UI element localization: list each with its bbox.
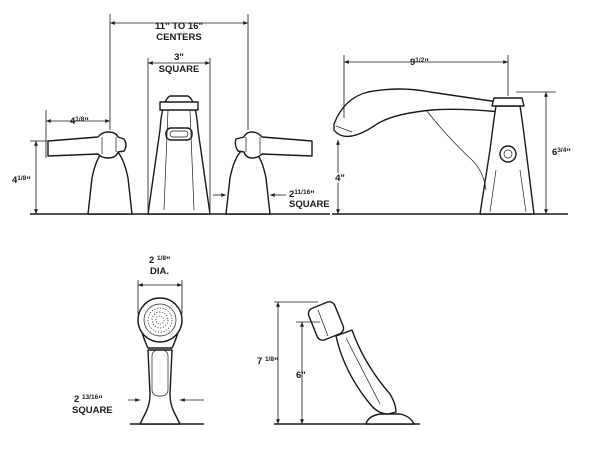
spout-reach-label: 91/2" <box>410 57 429 68</box>
handshower-side-view <box>307 301 415 425</box>
handshower-width-label-line2: DIA. <box>150 266 169 277</box>
spout-outlet-height-label: 4" <box>335 173 345 184</box>
handle-reach-label: 41/8" <box>70 116 89 127</box>
handshower-holder-height-label: 6" <box>296 370 306 381</box>
handle-height-label: 41/8" <box>12 175 31 186</box>
handshower-front-view <box>137 297 183 425</box>
centers-label-line2: CENTERS <box>156 32 201 43</box>
spout-side-view <box>333 88 535 215</box>
spout-base-label-line1: 3" <box>174 52 184 63</box>
handshower-width-label: 2 1/8" <box>149 255 171 266</box>
spout-base-label-line2: SQUARE <box>159 64 200 75</box>
handle-base-label: 211/16" <box>289 189 315 200</box>
left-handle-valve <box>47 131 133 215</box>
centers-label-line1: 11" TO 16" <box>155 21 203 32</box>
spout-height-label: 63/4" <box>552 147 571 158</box>
handshower-base-label: 2 13/16" <box>74 394 103 405</box>
handshower-total-height-label: 7 1/8" <box>257 356 279 367</box>
handle-base-label-line2: SQUARE <box>289 199 330 210</box>
handshower-base-label-line2: SQUARE <box>72 405 113 416</box>
spout-front-view <box>147 95 211 215</box>
right-handle-valve <box>225 131 313 215</box>
